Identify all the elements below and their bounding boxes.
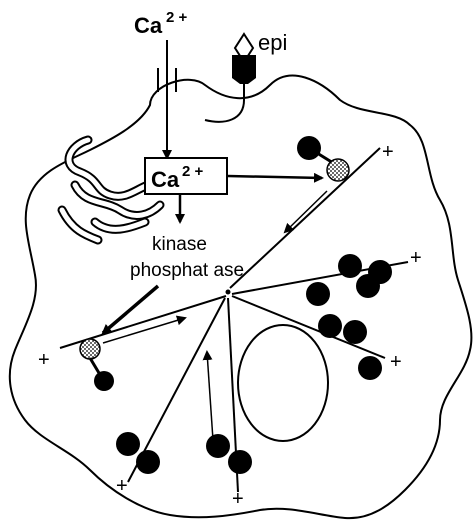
plus-end-label: + [390, 351, 402, 373]
granule [116, 432, 140, 456]
mtoc [226, 290, 231, 295]
plus-end-label: + [410, 247, 422, 269]
granule [358, 356, 382, 380]
granule [228, 450, 252, 474]
kinase-label: kinase [152, 234, 207, 255]
dynein-motor [297, 136, 349, 181]
ca-box-label: Ca [151, 167, 180, 192]
epi-signal-path [205, 100, 244, 122]
ca-to-motor-arrow [228, 176, 322, 178]
plus-end-label: + [38, 349, 50, 371]
ca-box-superscript: 2 + [182, 163, 204, 180]
minus-end-transport-arrow [285, 191, 327, 232]
granule [343, 320, 367, 344]
plus-end-label: + [232, 488, 244, 510]
plus-end-label: + [382, 141, 394, 163]
granule [206, 434, 230, 458]
granule [318, 314, 342, 338]
epi-label: epi [258, 30, 287, 55]
ca-outside-label: Ca [134, 13, 163, 38]
granule [306, 282, 330, 306]
phosphatase-label: phosphat ase [130, 260, 244, 281]
minus-end-transport-arrow [207, 352, 213, 440]
nucleus [238, 325, 328, 441]
plus-end-label: + [116, 475, 128, 497]
granule [338, 254, 362, 278]
granule [136, 450, 160, 474]
ca-outside-superscript: 2 + [166, 9, 188, 26]
granule [356, 274, 380, 298]
dynein-motor [80, 339, 114, 391]
epi-receptor [232, 55, 256, 84]
